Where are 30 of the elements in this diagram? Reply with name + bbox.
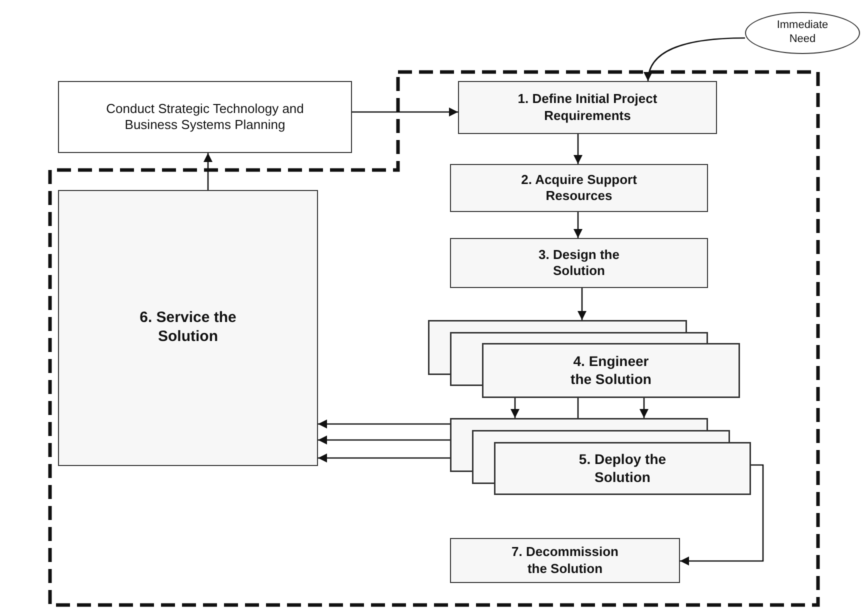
- arrow: [639, 398, 649, 418]
- stacked-cards: [428, 320, 740, 398]
- box-label: Conduct Strategic Technology and Business Systems Planning: [105, 100, 305, 134]
- process-box: [58, 190, 318, 466]
- box-label: 3. Design the Solution: [538, 246, 620, 280]
- arrow: [318, 453, 450, 463]
- arrow: [318, 435, 450, 445]
- connector-line: [577, 398, 579, 418]
- arrow: [510, 398, 520, 418]
- arrow: [203, 153, 213, 190]
- arrow: [573, 212, 583, 238]
- box-label: 2. Acquire Support Resources: [520, 172, 638, 204]
- arrow: [352, 107, 458, 117]
- process-box: [450, 164, 708, 212]
- box-label: 7. Decommission the Solution: [510, 544, 620, 577]
- box-label: 1. Define Initial Project Requirements: [516, 91, 658, 124]
- box-label: 6. Service the Solution: [138, 309, 238, 347]
- process-box: [450, 538, 680, 583]
- box-label: Immediate Need: [776, 19, 830, 47]
- arrow: [318, 419, 450, 429]
- process-box: [58, 81, 352, 153]
- arrow: [680, 464, 764, 566]
- arrow: [644, 37, 746, 82]
- arrow: [573, 134, 583, 164]
- box-label: 5. Deploy the Solution: [578, 451, 668, 486]
- arrow: [577, 288, 587, 320]
- process-box: [458, 81, 717, 134]
- box-label: 4. Engineer the Solution: [570, 353, 652, 388]
- process-box: [450, 238, 708, 288]
- stacked-cards: [450, 418, 751, 495]
